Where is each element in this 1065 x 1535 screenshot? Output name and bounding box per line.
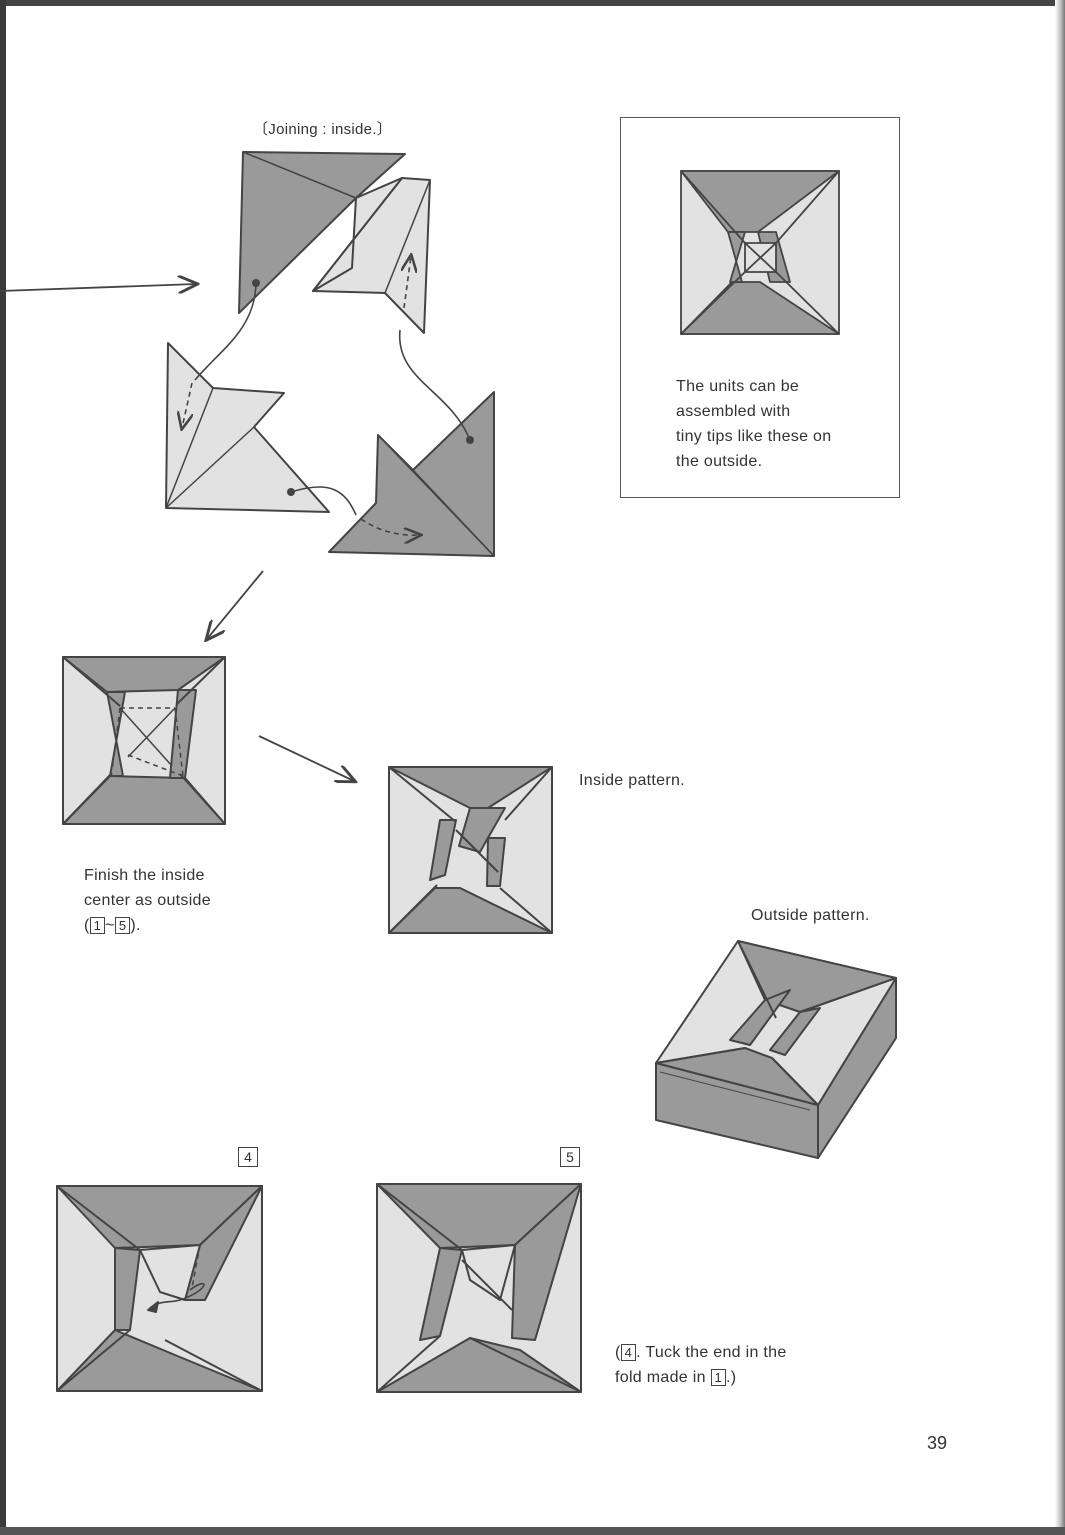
finish-note-line: Finish the inside (84, 867, 205, 884)
tuck-text-b: fold made in (615, 1369, 706, 1386)
joining-unit-bottom-left (165, 342, 330, 513)
step-ref-5: 5 (114, 917, 131, 934)
step-arrow-down (207, 570, 264, 639)
tuck-text-a: . Tuck the end in the (636, 1344, 787, 1361)
page-number: 39 (927, 1433, 948, 1453)
step-4-label: 4 (238, 1147, 258, 1167)
finish-note-line: center as outside (84, 892, 211, 909)
joining-unit-bottom-right (328, 391, 495, 557)
inset-note-line: The units can be (676, 378, 800, 395)
tilde: ~ (105, 917, 115, 934)
page-left-edge (0, 0, 6, 1535)
step-5-label: 5 (560, 1147, 580, 1167)
incoming-arrow (0, 284, 196, 291)
page-top-edge (0, 0, 1065, 6)
finish-inside-square (62, 656, 226, 825)
inside-pattern-square (388, 766, 553, 934)
inset-square-diagram (680, 170, 840, 335)
joining-connectors (182, 256, 471, 535)
tuck-note-line-1: (4. Tuck the end in the (615, 1340, 787, 1365)
paren-open: ( (615, 1344, 621, 1361)
inset-note-line: tiny tips like these on (676, 428, 832, 445)
inside-pattern-label: Inside pattern. (579, 772, 685, 789)
outside-pattern-label: Outside pattern. (751, 907, 870, 924)
page-right-edge (1055, 0, 1065, 1535)
step-ref-4: 4 (620, 1344, 637, 1361)
step-arrow-right (258, 735, 354, 781)
inset-note-line: assembled with (676, 403, 791, 420)
step-5-square (376, 1183, 582, 1393)
inset-note-line: the outside. (676, 453, 763, 470)
joining-label: 〔Joining : inside.〕 (253, 121, 393, 138)
paren-close: ). (130, 917, 141, 934)
finish-note: Finish the inside center as outside (1~5… (84, 863, 211, 938)
outside-pattern-box (655, 940, 897, 1159)
page-bottom-edge (0, 1527, 1065, 1535)
paren-close: .) (726, 1369, 737, 1386)
tuck-note: (4. Tuck the end in the fold made in 1.) (615, 1340, 787, 1390)
inset-note: The units can be assembled with tiny tip… (676, 374, 831, 474)
finish-note-steps: (1~5). (84, 913, 211, 938)
paren-open: ( (84, 917, 90, 934)
step-ref-1: 1 (89, 917, 106, 934)
step-ref-1: 1 (710, 1369, 727, 1386)
step-4-square (56, 1185, 263, 1392)
joining-unit-top-right (312, 177, 431, 334)
inset-frame (620, 117, 900, 498)
tuck-note-line-2: fold made in 1.) (615, 1365, 787, 1390)
